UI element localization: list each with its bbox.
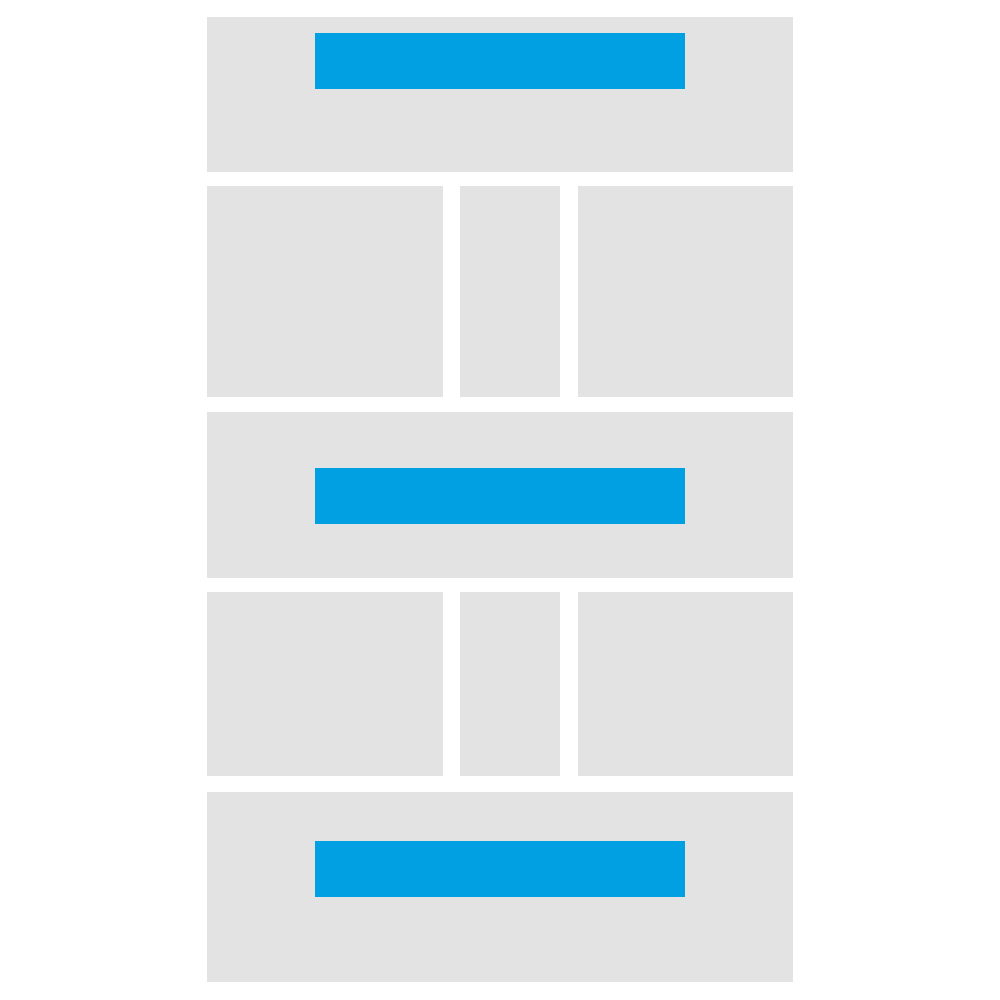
- row2-left-block: [207, 592, 443, 776]
- middle-accent-bar: [315, 468, 685, 524]
- row1-middle-block: [460, 186, 560, 397]
- row1-right-block: [578, 186, 793, 397]
- footer-accent-bar: [315, 841, 685, 897]
- header-accent-bar: [315, 33, 685, 89]
- row1-left-block: [207, 186, 443, 397]
- row2-middle-block: [460, 592, 560, 776]
- row2-right-block: [578, 592, 793, 776]
